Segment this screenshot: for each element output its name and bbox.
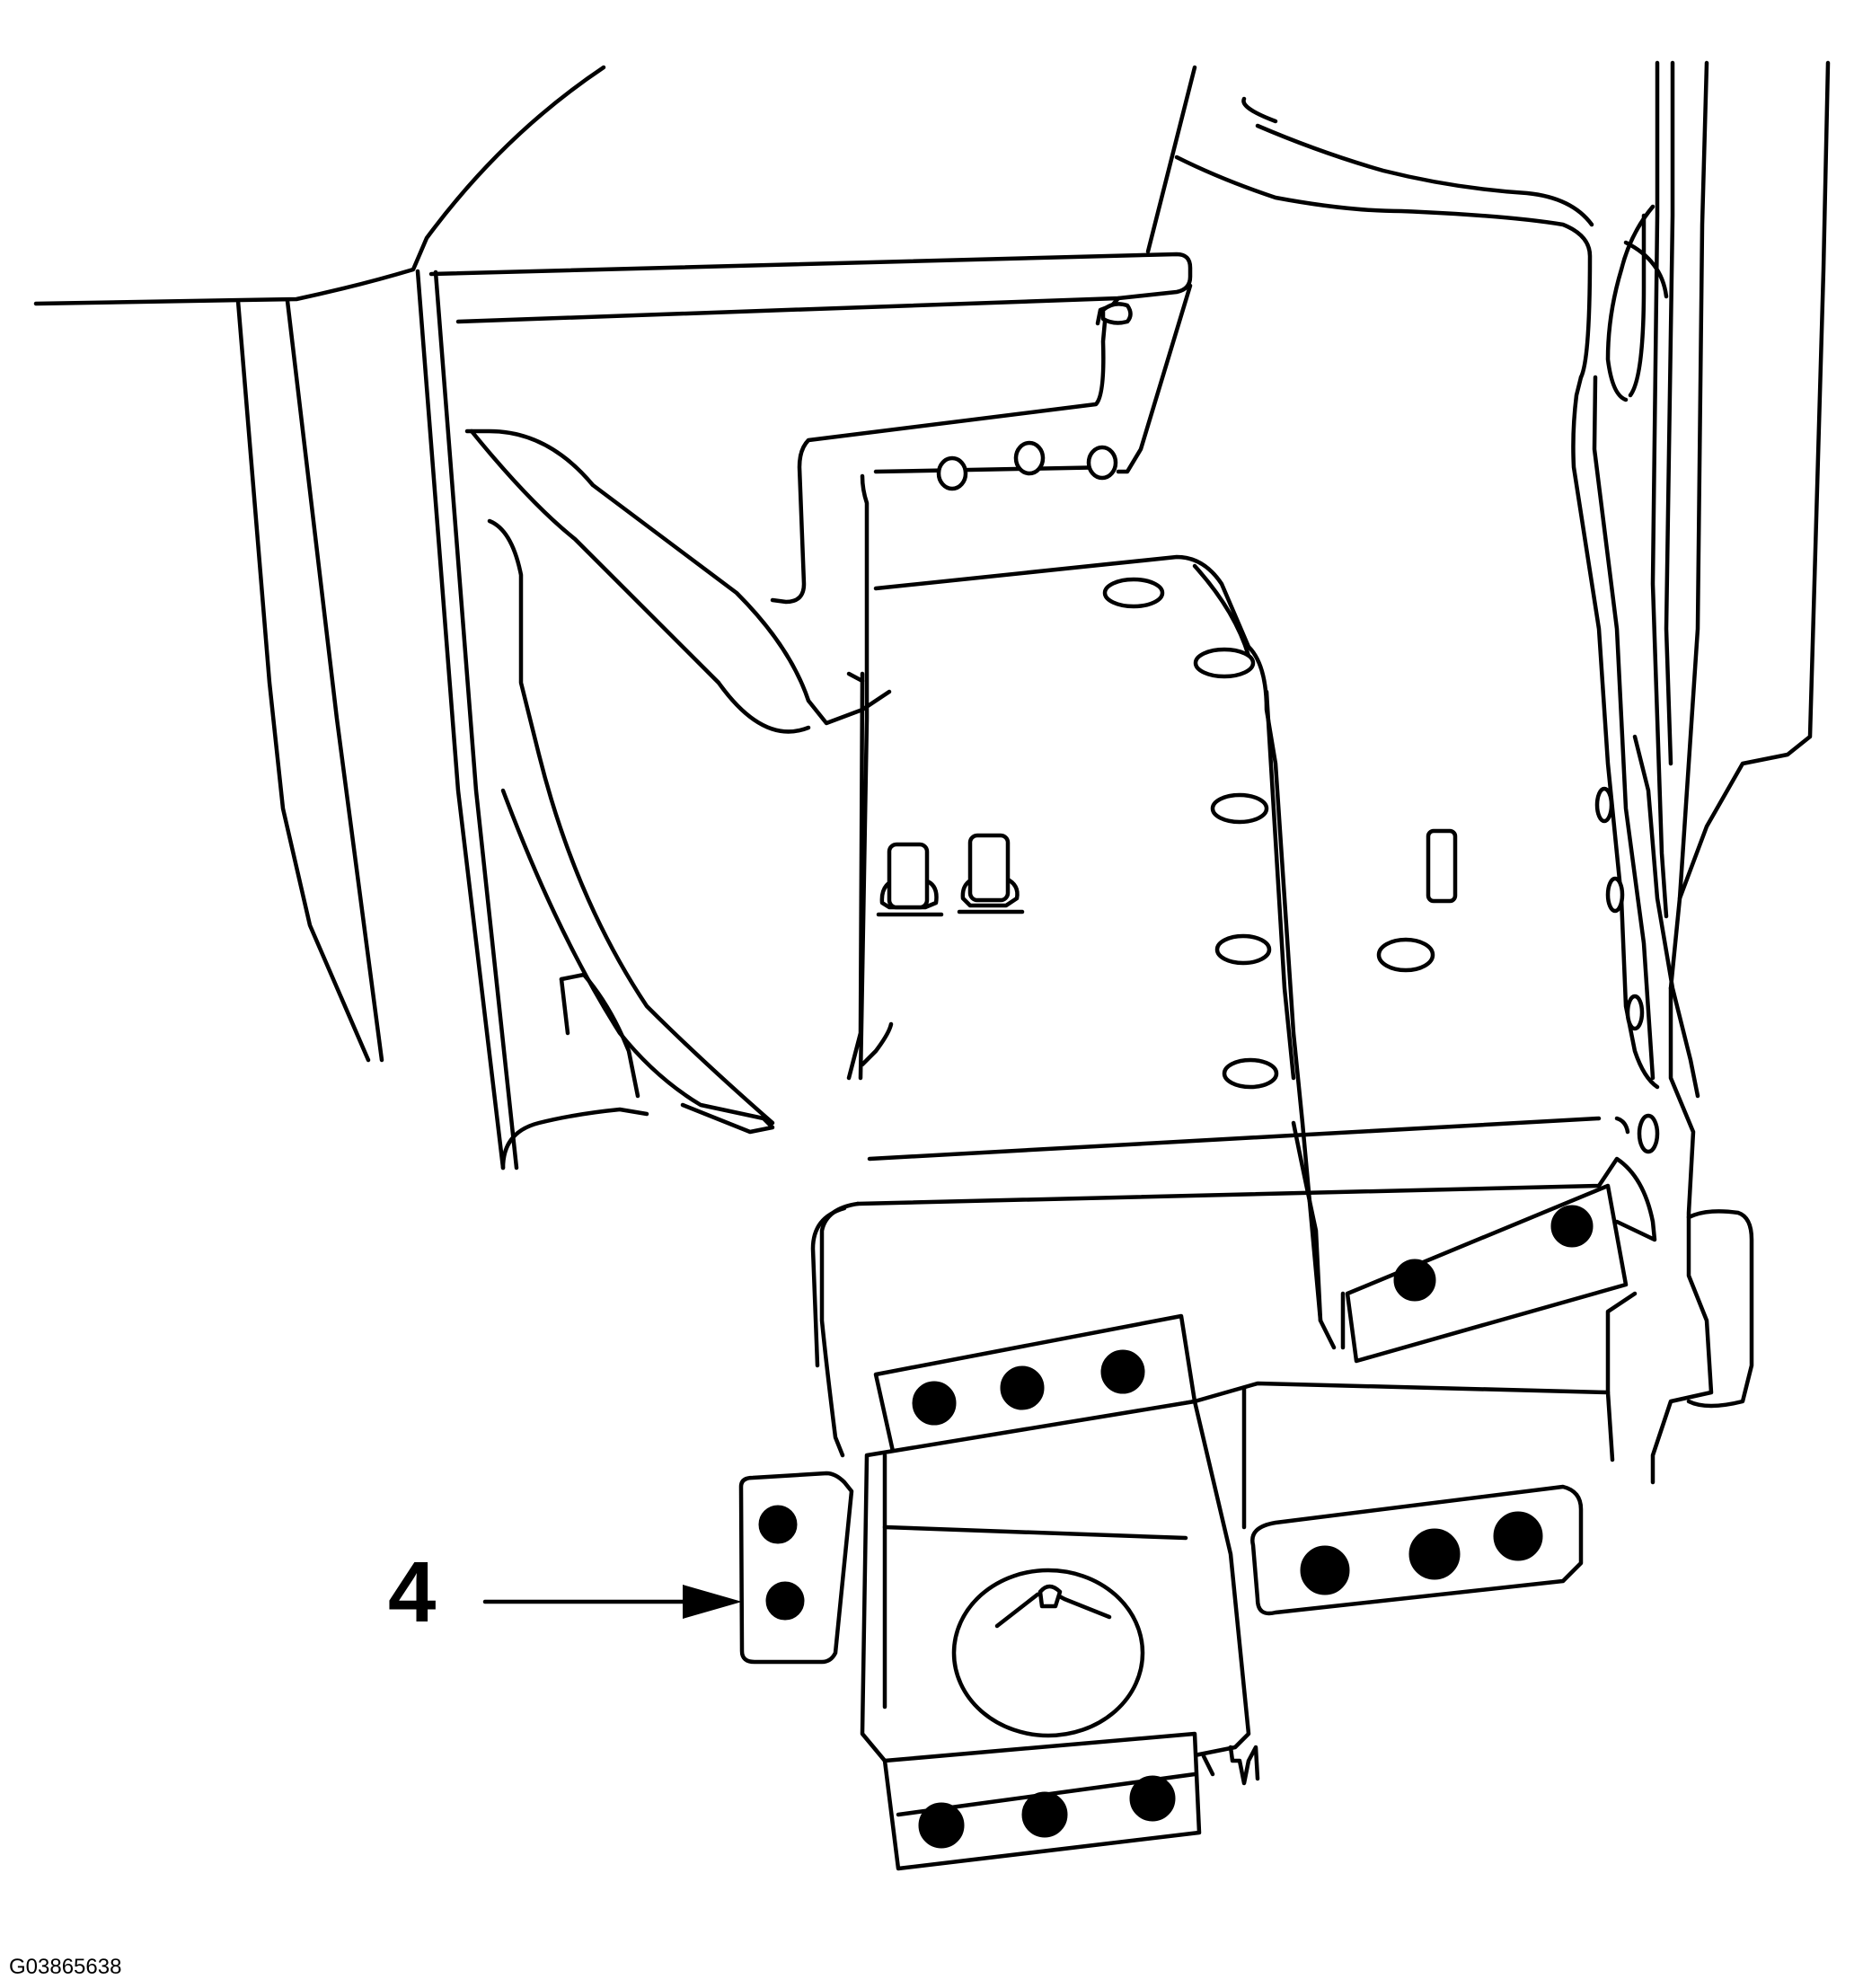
spot-weld [1300, 1545, 1350, 1595]
spot-weld [912, 1381, 957, 1426]
spot-weld [1100, 1349, 1145, 1394]
front-side-member [846, 455, 1630, 1350]
stud-left [876, 842, 944, 917]
hole [1210, 792, 1269, 825]
spot-weld [1129, 1775, 1176, 1822]
studs [876, 828, 1458, 917]
hole [1222, 1057, 1279, 1090]
spot-weld [1393, 1259, 1436, 1302]
lower-right-weld-panel [1192, 1381, 1615, 1616]
hole [1013, 440, 1046, 476]
hole [1102, 577, 1165, 609]
spot-weld [1021, 1791, 1068, 1838]
left-inner-panel [464, 429, 892, 1171]
lower-rail-section [810, 985, 1754, 1485]
access-holes [936, 440, 1660, 1154]
spot-weld [1550, 1205, 1594, 1248]
spot-weld [758, 1505, 798, 1544]
stud-right [1426, 828, 1458, 904]
hole [1214, 933, 1272, 966]
upper-left-body-panel [33, 65, 606, 1171]
spot-weld [1000, 1365, 1045, 1410]
hole [1086, 445, 1118, 481]
hole [1376, 937, 1435, 973]
hole [936, 455, 968, 491]
hole [1594, 786, 1614, 824]
hole [1625, 994, 1645, 1031]
hole [1605, 876, 1625, 914]
callout-label: 4 [388, 1544, 437, 1640]
stud-middle [957, 833, 1025, 914]
right-weld-flange [1340, 1183, 1629, 1364]
upper-right-body-panel [1145, 60, 1831, 1099]
callout-arrow [482, 1585, 742, 1619]
spot-weld [765, 1581, 805, 1621]
figure-id: G03865638 [9, 1955, 122, 1979]
spot-weld [1408, 1528, 1461, 1580]
hole [1637, 1113, 1660, 1154]
bottom-bracket [738, 1399, 1260, 1871]
upper-cross-rail [428, 252, 1193, 605]
spot-weld [1493, 1511, 1543, 1561]
hole [1193, 647, 1256, 679]
spot-weld [918, 1802, 965, 1849]
